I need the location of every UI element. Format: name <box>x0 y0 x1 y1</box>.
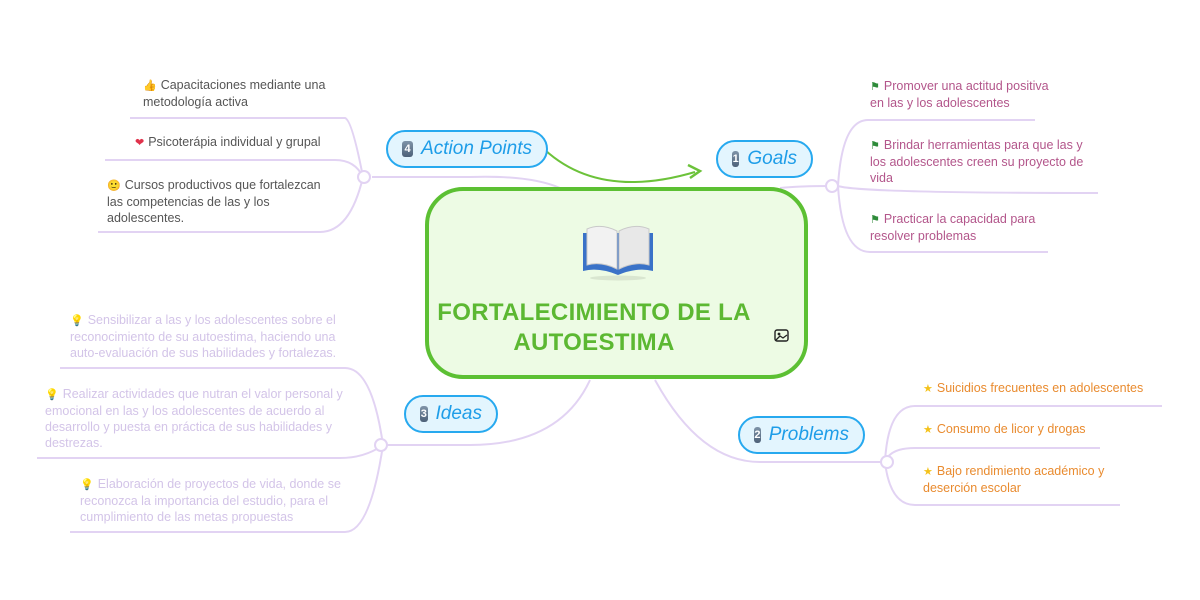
topic-goals[interactable]: 1 Goals <box>716 140 813 178</box>
relationship-arrow <box>544 149 696 183</box>
number-badge-icon: 1 <box>732 151 740 167</box>
green-flag-icon: ⚑ <box>870 140 880 152</box>
problem-item[interactable]: ★Bajo rendimiento académico y deserción … <box>923 464 1105 495</box>
green-flag-icon: ⚑ <box>870 214 880 226</box>
star-icon: ★ <box>923 383 933 395</box>
star-icon: ★ <box>923 424 933 436</box>
number-badge-icon: 3 <box>420 406 428 422</box>
idea-item[interactable]: 💡Elaboración de proyectos de vida, donde… <box>80 477 341 524</box>
heart-icon: ❤ <box>135 137 145 149</box>
star-icon: ★ <box>923 466 933 478</box>
problem-item[interactable]: ★Consumo de licor y drogas <box>923 422 1086 436</box>
action-item[interactable]: ❤Psicoterápia individual y grupal <box>135 135 321 149</box>
image-icon[interactable] <box>774 329 789 342</box>
topic-problems[interactable]: 2 Problems <box>738 416 865 454</box>
topic-ideas[interactable]: 3 Ideas <box>404 395 498 433</box>
topic-action-points[interactable]: 4 Action Points <box>386 130 548 168</box>
lightbulb-icon: 💡 <box>80 479 94 491</box>
action-item[interactable]: 👍Capacitaciones mediante una metodología… <box>143 78 326 109</box>
central-topic[interactable]: FORTALECIMIENTO DE LA AUTOESTIMA <box>425 187 808 379</box>
action-item[interactable]: 🙂Cursos productivos que fortalezcan las … <box>107 178 321 225</box>
central-title: FORTALECIMIENTO DE LA AUTOESTIMA <box>437 299 751 356</box>
topic-label: Problems <box>768 424 849 445</box>
goal-item[interactable]: ⚑Brindar herramientas para que las y los… <box>870 138 1084 185</box>
lightbulb-icon: 💡 <box>45 389 59 401</box>
problem-item[interactable]: ★Suicidios frecuentes en adolescentes <box>923 381 1144 395</box>
number-badge-icon: 2 <box>754 427 761 443</box>
goal-item[interactable]: ⚑Practicar la capacidad para resolver pr… <box>870 212 1036 243</box>
open-book-icon <box>583 225 653 281</box>
green-flag-icon: ⚑ <box>870 81 880 93</box>
thumbs-up-icon: 👍 <box>143 80 157 92</box>
topic-label: Action Points <box>421 138 532 159</box>
idea-item[interactable]: 💡Realizar actividades que nutran el valo… <box>45 387 343 450</box>
topic-label: Ideas <box>435 403 482 424</box>
smiley-icon: 🙂 <box>107 180 121 192</box>
goal-item[interactable]: ⚑Promover una actitud positiva en las y … <box>870 79 1049 110</box>
lightbulb-icon: 💡 <box>70 315 84 327</box>
number-badge-icon: 4 <box>402 141 414 157</box>
idea-item[interactable]: 💡Sensibilizar a las y los adolescentes s… <box>70 313 337 360</box>
topic-label: Goals <box>747 148 797 169</box>
